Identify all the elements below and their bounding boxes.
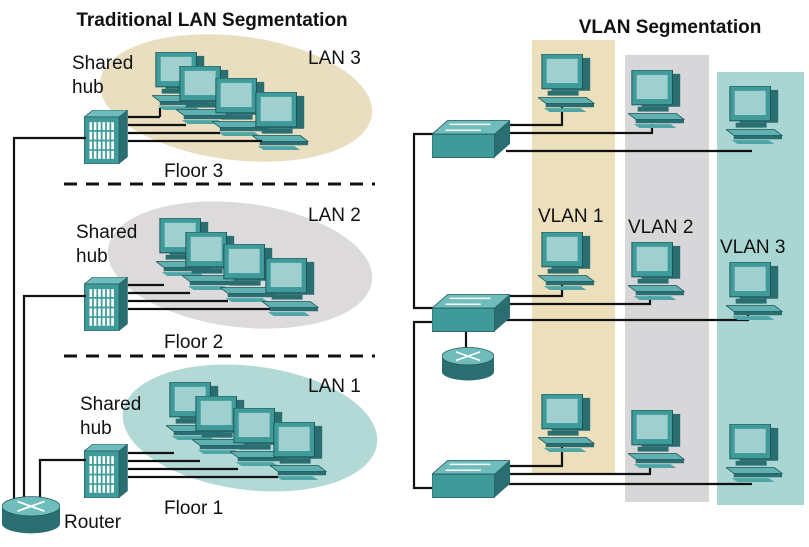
vlan3-label: VLAN 3 <box>720 237 785 258</box>
workstation-icon <box>538 394 595 453</box>
lan2-hub-label-2: hub <box>76 246 108 267</box>
workstation-icon <box>726 424 783 483</box>
lan3-cables <box>128 108 262 143</box>
workstation-icon <box>538 232 595 291</box>
lan2-label: LAN 2 <box>308 205 361 226</box>
shared-hub-icon <box>84 110 128 164</box>
shared-hub-icon <box>84 277 128 331</box>
vlan-cables <box>412 106 752 490</box>
vlan1-label: VLAN 1 <box>538 206 603 227</box>
workstation-icon <box>628 410 685 469</box>
lan2-cables <box>128 283 270 311</box>
workstation-icon <box>538 54 595 113</box>
floor1-label: Floor 1 <box>164 498 223 519</box>
workstation-icon <box>628 242 685 301</box>
lan2-hub-label-1: Shared <box>76 222 137 243</box>
lan3-hub-label-2: hub <box>72 77 104 98</box>
left-title: Traditional LAN Segmentation <box>76 10 347 31</box>
router-icon <box>2 496 60 534</box>
router-icon <box>442 346 494 382</box>
lan3-label: LAN 3 <box>308 48 361 69</box>
switch-icon <box>432 294 510 333</box>
lan1-label: LAN 1 <box>308 376 361 397</box>
workstation-icon <box>726 262 783 321</box>
workstation-icon <box>262 258 319 317</box>
router-label: Router <box>64 512 122 533</box>
switch-icon <box>432 460 510 499</box>
lan1-cables <box>128 451 278 479</box>
workstation-icon <box>726 86 783 145</box>
lan1-hub-label-1: Shared <box>80 394 141 415</box>
floor3-label: Floor 3 <box>164 161 223 182</box>
lan3-hub-label-1: Shared <box>72 53 133 74</box>
switch-icon <box>432 120 510 159</box>
workstation-icon <box>628 70 685 129</box>
shared-hub-icon <box>84 444 128 498</box>
router-uplinks <box>12 136 86 500</box>
right-title: VLAN Segmentation <box>579 17 762 38</box>
lan1-hub-label-2: hub <box>80 418 112 439</box>
vlan2-label: VLAN 2 <box>628 217 693 238</box>
floor2-label: Floor 2 <box>164 332 223 353</box>
workstation-icon <box>270 422 327 481</box>
